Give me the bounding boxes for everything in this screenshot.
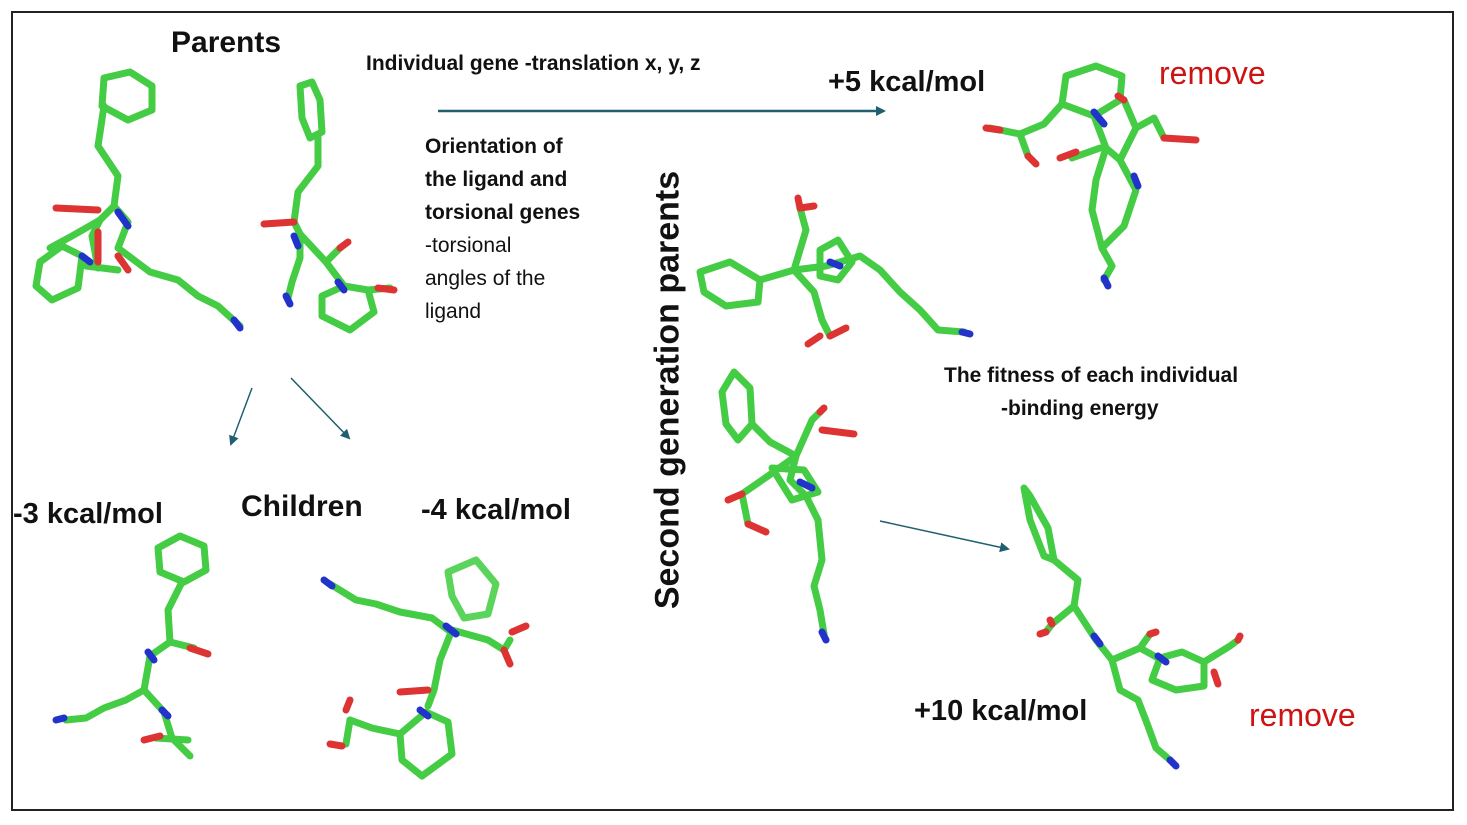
children-label: Children bbox=[241, 490, 363, 523]
diagram-frame bbox=[11, 11, 1454, 811]
second-generation-label: Second generation parents bbox=[648, 170, 687, 610]
arrow-parents-to-child-left bbox=[229, 387, 253, 446]
remove-top-label: remove bbox=[1159, 55, 1266, 91]
energy-child-left-label: -3 kcal/mol bbox=[13, 498, 163, 530]
orientation-line-5: angles of the bbox=[425, 267, 546, 290]
energy-child-right-label: -4 kcal/mol bbox=[421, 494, 571, 526]
child-molecule-left-icon bbox=[52, 532, 212, 760]
energy-bottom-right-label: +10 kcal/mol bbox=[914, 695, 1088, 727]
parents-label: Parents bbox=[171, 26, 282, 59]
remove-bottom-label: remove bbox=[1249, 697, 1356, 733]
parent-molecule-1-icon bbox=[32, 68, 244, 332]
offspring-molecule-top-icon bbox=[982, 62, 1200, 290]
second-generation-molecule-b-icon bbox=[718, 368, 858, 644]
arrow-second-gen-to-offspring bbox=[879, 520, 1010, 553]
energy-top-right-label: +5 kcal/mol bbox=[828, 66, 986, 98]
second-generation-molecule-a-icon bbox=[696, 194, 974, 348]
parent-molecule-2-icon bbox=[260, 78, 398, 334]
orientation-label: Orientation of the ligand and torsional … bbox=[425, 130, 580, 328]
orientation-line-1: Orientation of bbox=[425, 135, 563, 158]
individual-gene-label: Individual gene -translation x, y, z bbox=[366, 52, 701, 75]
fitness-label-line-1: The fitness of each individual bbox=[944, 364, 1239, 387]
arrow-parents-to-child-right bbox=[290, 377, 351, 440]
orientation-line-3: torsional genes bbox=[425, 201, 581, 224]
orientation-line-4: -torsional bbox=[425, 234, 512, 257]
orientation-line-6: ligand bbox=[425, 300, 482, 323]
orientation-line-2: the ligand and bbox=[425, 168, 568, 191]
offspring-molecule-bottom-icon bbox=[1020, 484, 1244, 770]
child-molecule-right-icon bbox=[320, 556, 530, 780]
fitness-label-line-2: -binding energy bbox=[1001, 397, 1159, 420]
